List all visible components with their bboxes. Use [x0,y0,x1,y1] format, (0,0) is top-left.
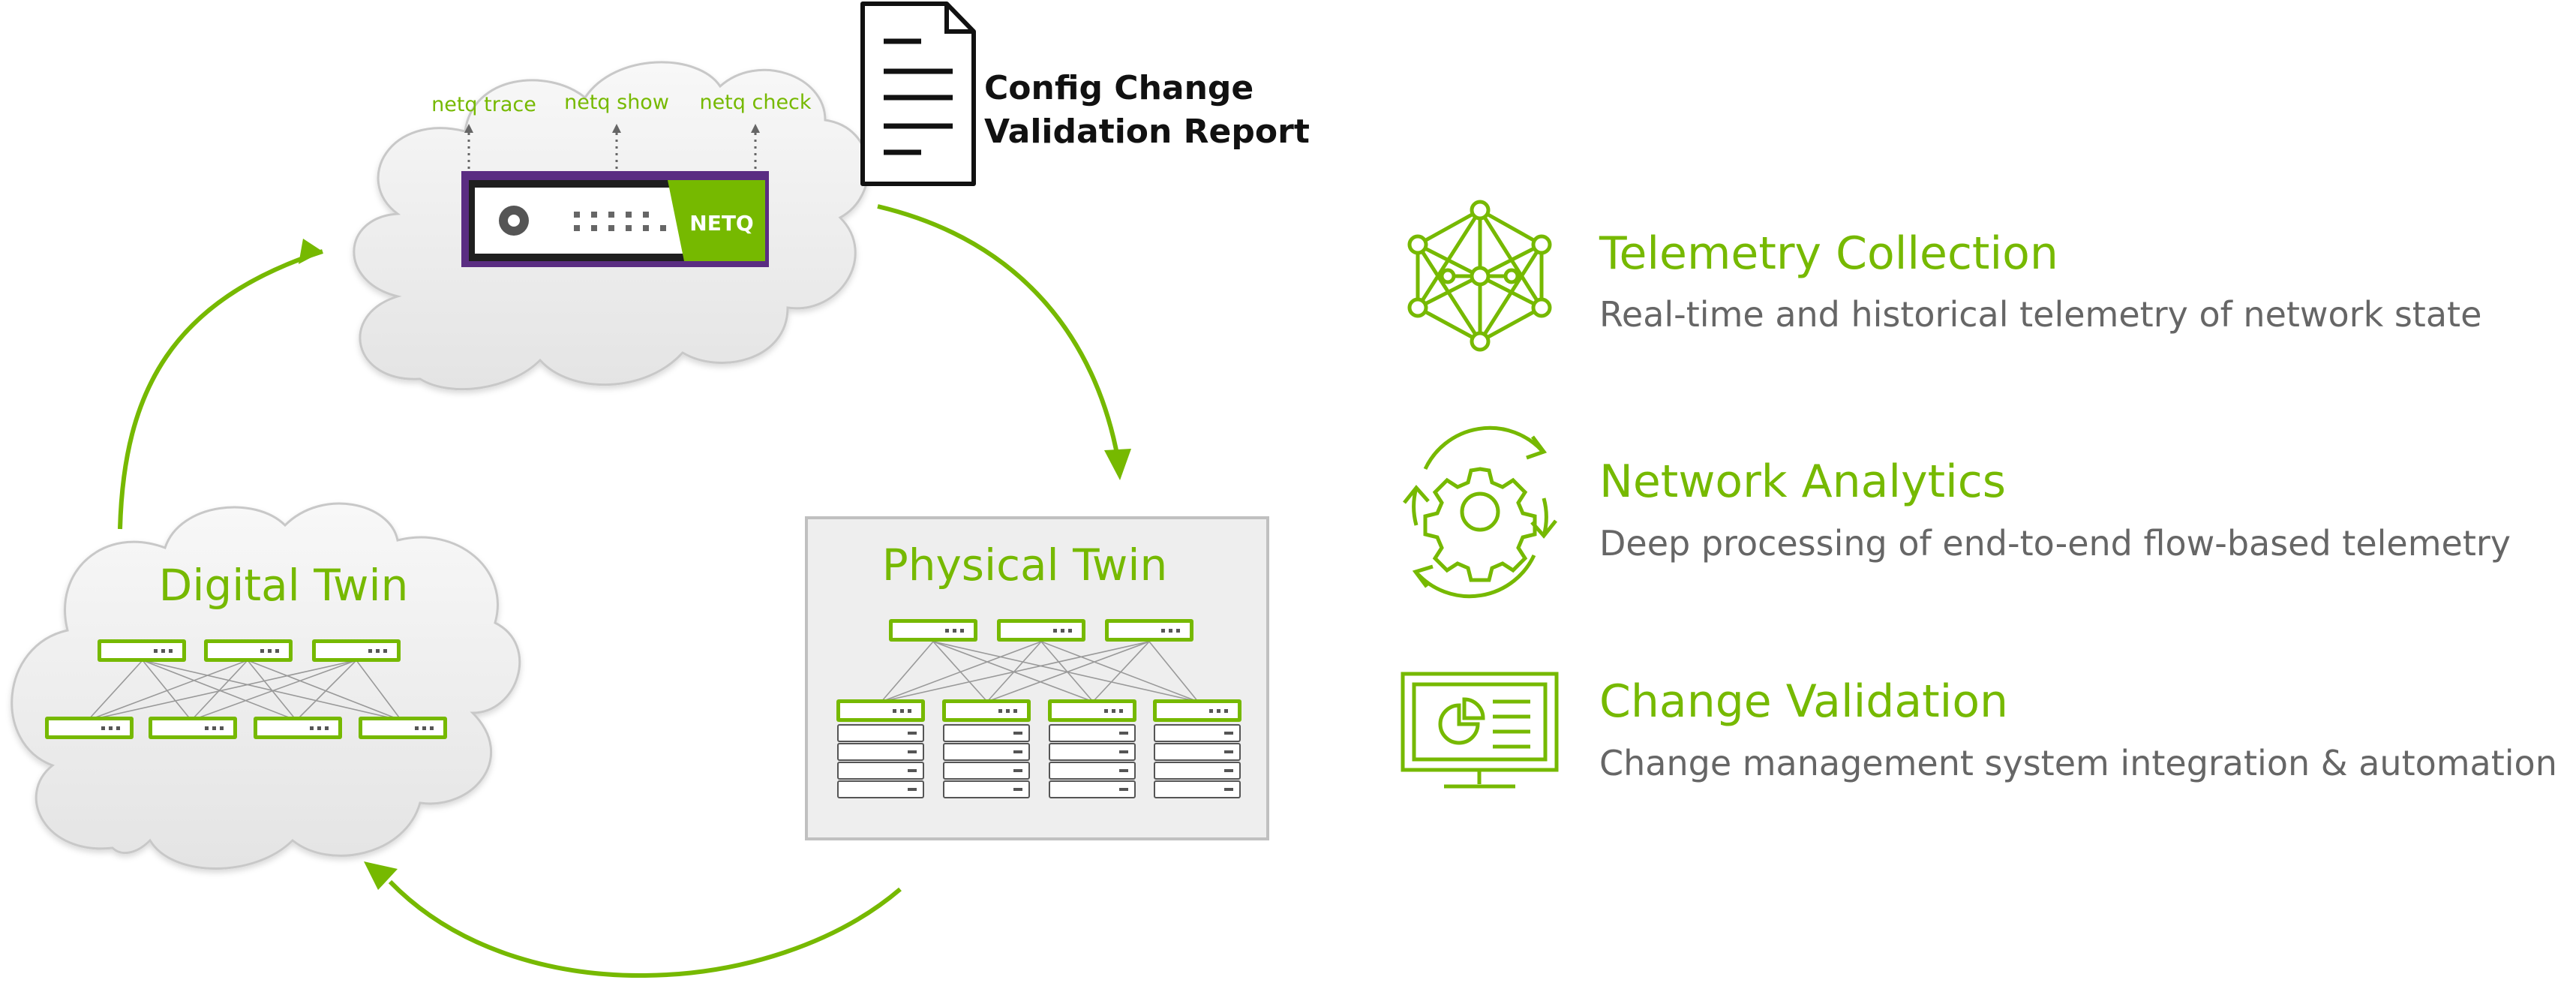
network-switch [997,619,1085,642]
cloud-shape-digital-twin [11,502,521,870]
report-title-line-2: Validation Report [984,113,1310,151]
server-rack [1153,699,1241,798]
digital-twin-cloud [11,502,521,870]
netq-appliance: NETQ [461,171,769,267]
server-rack [942,699,1031,798]
arrow-to-physical-twin [877,204,1120,458]
command-trace-arrowhead [464,124,473,133]
command-show-arrowhead [612,124,621,133]
feature-title: Telemetry Collection [1599,227,2058,280]
appliance-netq-badge [668,180,765,261]
network-switch [1105,619,1193,642]
arrowhead-top-cloud [299,239,323,264]
command-check-arrowhead [751,124,760,133]
command-check: netq check [699,91,811,114]
feature-description: Deep processing of end-to-end flow-based… [1599,523,2511,564]
command-trace: netq trace [431,93,536,116]
network-switch [98,639,186,662]
appliance-label: NETQ [689,211,753,236]
network-switch [149,717,237,739]
physical-twin-links [881,641,1199,702]
feature-change-validation: Change Validation Change management syst… [1401,672,2557,789]
neural-network-icon [1407,200,1552,352]
feature-description: Real-time and historical telemetry of ne… [1599,294,2481,335]
monitor-chart-icon [1401,672,1559,789]
report-title-line-1: Config Change [984,69,1253,107]
server-rack [1048,699,1136,798]
cycle-arrows [118,204,1131,978]
feature-title: Change Validation [1599,675,2008,728]
digital-twin-title: Digital Twin [159,560,409,611]
network-switch [312,639,401,662]
physical-twin-box: Physical Twin [805,516,1269,840]
appliance-port-dots [574,212,666,231]
gear-cycle-icon [1403,425,1557,599]
network-switch [359,717,447,739]
digital-twin-links [87,660,402,721]
server-rack [836,699,925,798]
document-fold [944,4,974,34]
feature-telemetry-collection: Telemetry Collection Real-time and histo… [1407,200,2481,352]
report-document: Config Change Validation Report [860,2,1310,186]
network-switch [45,717,134,739]
feature-title: Network Analytics [1599,455,2006,508]
appliance-power-icon-inner [508,215,520,227]
network-switch [254,717,342,739]
arrowhead-physical-twin [1104,449,1131,480]
network-switch [204,639,293,662]
arrowhead-digital-twin [364,861,398,890]
physical-twin-title: Physical Twin [882,540,1168,591]
netq-commands: netq trace netq show netq check [431,91,812,169]
arrow-to-digital-twin [388,879,902,978]
feature-description: Change management system integration & a… [1599,743,2557,783]
network-switch [889,619,977,642]
arrow-to-top-cloud [118,249,323,530]
digital-twin-topology [45,639,447,739]
document-icon [860,2,976,186]
feature-network-analytics: Network Analytics Deep processing of end… [1403,425,2511,599]
command-show: netq show [564,91,669,114]
